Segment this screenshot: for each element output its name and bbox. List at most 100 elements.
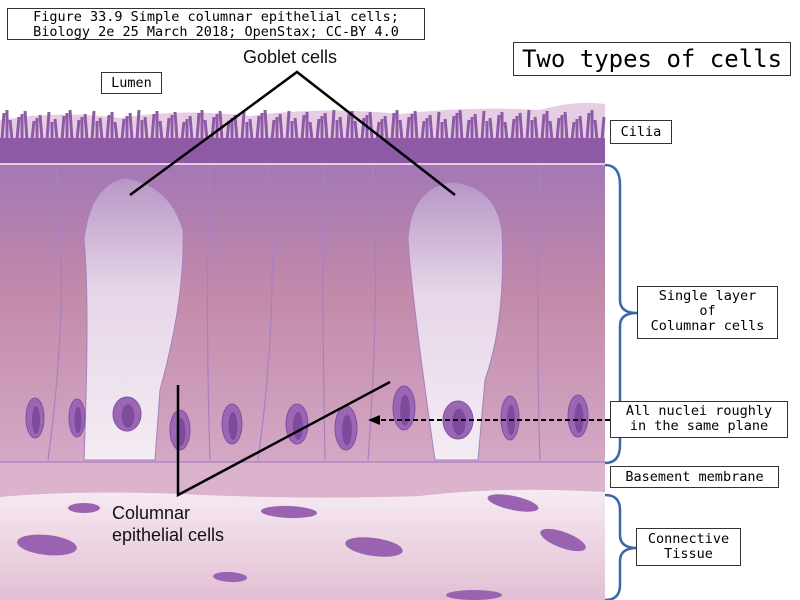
label-nuclei-plane: All nuclei roughly in the same plane — [610, 401, 788, 438]
cilium — [285, 110, 291, 141]
cilium — [23, 110, 29, 141]
cilium — [323, 112, 329, 141]
nucleus — [334, 405, 358, 451]
nucleus — [169, 409, 191, 451]
label-lumen: Lumen — [101, 72, 162, 94]
cilium — [525, 109, 531, 141]
cilium — [255, 115, 261, 141]
caption-line-2: Biology 2e 25 March 2018; OpenStax; CC-B… — [33, 24, 399, 40]
cilium — [45, 111, 51, 141]
cilium — [150, 113, 156, 141]
cilium — [585, 112, 591, 141]
arrow-head-icon — [368, 415, 380, 425]
page-title: Two types of cells — [513, 42, 791, 76]
cilium — [165, 117, 171, 141]
cilium — [428, 114, 434, 141]
cilium — [113, 121, 119, 141]
cilium — [600, 116, 606, 141]
connective-nucleus — [213, 571, 247, 583]
cilium — [158, 120, 164, 141]
label-single-layer: Single layer of Columnar cells — [637, 286, 778, 339]
cilium — [300, 114, 306, 141]
figure-caption: Figure 33.9 Simple columnar epithelial c… — [7, 8, 425, 40]
caption-line-1: Figure 33.9 Simple columnar epithelial c… — [33, 9, 399, 25]
cilium — [90, 110, 96, 141]
cilium — [345, 113, 351, 141]
cilium — [413, 110, 419, 141]
cilium — [75, 119, 81, 141]
nucleus — [500, 395, 520, 441]
connective-nucleus — [345, 537, 403, 557]
cilium — [105, 114, 111, 141]
cilium — [0, 112, 6, 141]
nucleus — [392, 385, 416, 431]
cilium — [548, 120, 554, 141]
nucleus — [25, 397, 45, 439]
cilium — [593, 119, 599, 141]
cilia-base — [0, 138, 605, 163]
cilium — [540, 113, 546, 141]
cilium — [360, 117, 366, 141]
connective-brace — [604, 493, 638, 600]
cilium — [495, 114, 501, 141]
goblet-cell — [83, 177, 184, 461]
cilium — [518, 112, 524, 141]
cilium — [135, 109, 141, 141]
cilium — [218, 110, 224, 141]
nucleus — [112, 396, 142, 432]
cilium — [510, 118, 516, 141]
cilium — [308, 121, 314, 141]
cilium — [225, 120, 231, 141]
cilium — [465, 119, 471, 141]
cilium — [68, 109, 74, 141]
cilium — [398, 119, 404, 141]
goblet-pointer-line — [129, 70, 456, 197]
cilium — [203, 119, 209, 141]
connective-nucleus — [68, 503, 100, 513]
cilium — [60, 115, 66, 141]
cilium — [30, 120, 36, 141]
columnar-pointer-line — [176, 380, 391, 498]
cilium — [53, 118, 59, 141]
cilium — [120, 118, 126, 141]
cilium — [390, 112, 396, 141]
cilium — [368, 111, 374, 141]
connective-nucleus — [487, 494, 539, 512]
connective-nucleus — [540, 528, 586, 552]
cilium — [488, 117, 494, 141]
cilium — [180, 121, 186, 141]
cilium — [188, 115, 194, 141]
cilium — [555, 117, 561, 141]
nucleus — [68, 398, 86, 438]
cilium — [38, 114, 44, 141]
cilium — [383, 115, 389, 141]
nucleus — [285, 403, 309, 445]
cilium — [473, 113, 479, 141]
cilium — [435, 111, 441, 141]
cilium — [503, 121, 509, 141]
cilium — [293, 117, 299, 141]
nucleus — [567, 394, 589, 438]
cilium — [375, 121, 381, 141]
cilium — [450, 115, 456, 141]
cilium — [240, 111, 246, 141]
cilium — [143, 116, 149, 141]
label-goblet-cells: Goblet cells — [243, 47, 338, 67]
label-columnar-line-1: Columnar — [112, 503, 191, 523]
cilium — [233, 114, 239, 141]
cilium — [270, 119, 276, 141]
cilium — [458, 109, 464, 141]
cilium — [15, 116, 21, 141]
cilia-hairs — [0, 109, 606, 141]
cilium — [263, 109, 269, 141]
cilium — [98, 117, 104, 141]
cilium — [278, 113, 284, 141]
basement-membrane — [0, 460, 605, 498]
label-columnar-line-2: epithelial cells — [112, 525, 225, 545]
cilium — [443, 118, 449, 141]
cilium — [83, 113, 89, 141]
cilium — [248, 118, 254, 141]
cilium — [353, 120, 359, 141]
cilium — [563, 111, 569, 141]
